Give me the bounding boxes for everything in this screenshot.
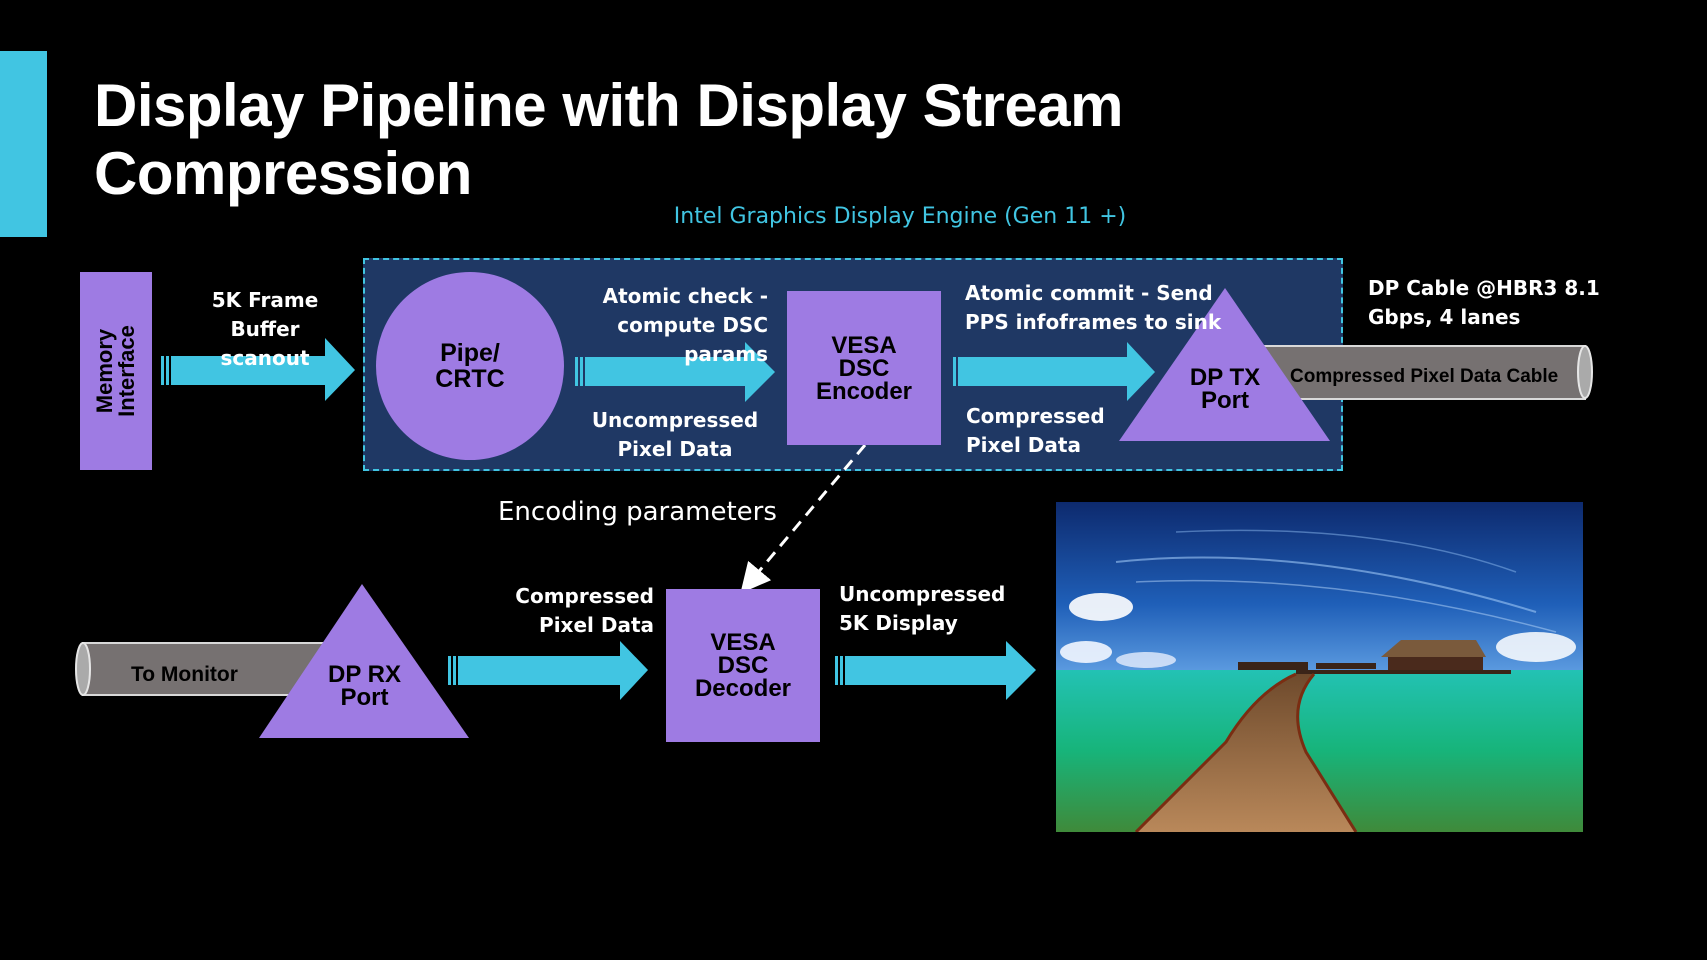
dsc-encoder-node: VESA DSC Encoder	[787, 291, 941, 445]
rx-cable-label: To Monitor	[131, 663, 238, 686]
encoding-params-arrow	[740, 444, 867, 594]
decoder-label-3: Decoder	[694, 675, 792, 702]
compressed-bottom-line-1: Compressed	[515, 584, 654, 608]
encoding-params-label: Encoding parameters	[498, 497, 777, 527]
atomic-check-line-1: Atomic check -	[602, 284, 768, 308]
compressed-top-line-2: Pixel Data	[966, 433, 1081, 457]
encoder-label-3: Encoder	[815, 377, 913, 405]
atomic-commit-label: Atomic commit - Send PPS infoframes to s…	[965, 279, 1225, 337]
uncompressed-display-line-1: Uncompressed	[839, 582, 1006, 606]
display-output-image	[1056, 502, 1583, 832]
compressed-pixel-bottom-label: Compressed Pixel Data	[490, 582, 654, 640]
atomic-check-line-2: compute DSC params	[617, 313, 768, 366]
pipe-crtc-node: Pipe/ CRTC	[376, 272, 564, 460]
dp-cable-line-1: DP Cable @HBR3 8.1	[1368, 276, 1600, 300]
pipe-label-1: Pipe/	[440, 339, 500, 367]
compressed-bottom-line-2: Pixel Data	[539, 613, 654, 637]
uncompressed-display-label: Uncompressed 5K Display	[839, 580, 1019, 638]
engine-label: Intel Graphics Display Engine (Gen 11 +)	[673, 204, 1127, 229]
encoder-label-1: VESA	[831, 331, 897, 359]
tropical-boardwalk-illustration	[1056, 502, 1583, 832]
arrow-compressed-top	[953, 342, 1155, 401]
arrow-uncompressed-display	[835, 641, 1036, 700]
tx-cable-label: Compressed Pixel Data Cable	[1290, 366, 1559, 387]
pipe-label-2: CRTC	[435, 365, 505, 393]
memory-interface-node: Memory Interface	[80, 272, 152, 470]
memory-label-2: Interface	[114, 325, 139, 417]
atomic-commit-line-2: PPS infoframes to sink	[965, 310, 1222, 334]
encoder-label-2: DSC	[838, 354, 890, 382]
dp-cable-label: DP Cable @HBR3 8.1 Gbps, 4 lanes	[1368, 274, 1628, 332]
dp-tx-port-label: DP TX Port	[1180, 364, 1270, 414]
frame-buffer-label: 5K Frame Buffer scanout	[175, 286, 355, 373]
compressed-top-line-1: Compressed	[966, 404, 1105, 428]
memory-label-1: Memory	[92, 328, 117, 414]
rx-label-1: DP RX	[328, 661, 401, 688]
compressed-pixel-top-label: Compressed Pixel Data	[966, 402, 1126, 460]
frame-buffer-line-2: scanout	[220, 346, 310, 370]
atomic-commit-line-1: Atomic commit - Send	[965, 281, 1213, 305]
decoder-label-2: DSC	[717, 652, 769, 679]
atomic-check-label: Atomic check - compute DSC params	[540, 282, 768, 369]
dp-rx-port-shape	[259, 584, 469, 738]
dp-tx-port-shape	[1119, 288, 1330, 441]
uncompressed-pixel-line-1: Uncompressed	[591, 408, 759, 432]
decoder-label-1: VESA	[710, 629, 776, 656]
arrow-compressed-bottom	[448, 641, 648, 700]
title-line-1: Display Pipeline with Display Stream	[94, 72, 1124, 139]
tx-label-1: DP TX	[1189, 364, 1261, 391]
dp-rx-port-label: DP RX Port	[317, 661, 412, 711]
frame-buffer-line-1: 5K Frame Buffer	[211, 288, 319, 341]
accent-bar	[0, 51, 47, 237]
dsc-decoder-node: VESA DSC Decoder	[666, 589, 820, 742]
rx-label-2: Port	[340, 684, 389, 711]
uncompressed-pixel-line-2: Pixel Data	[617, 437, 733, 461]
arrow-uncompressed	[575, 342, 775, 402]
dp-cable-line-2: Gbps, 4 lanes	[1368, 305, 1521, 329]
uncompressed-display-line-2: 5K Display	[839, 611, 958, 635]
uncompressed-pixel-label: Uncompressed Pixel Data	[575, 406, 775, 464]
title-line-2: Compression	[94, 140, 472, 207]
slide-title: Display Pipeline with Display Stream Com…	[94, 72, 1124, 208]
arrow-frame-buffer	[161, 338, 355, 401]
tx-label-2: Port	[1201, 387, 1249, 414]
